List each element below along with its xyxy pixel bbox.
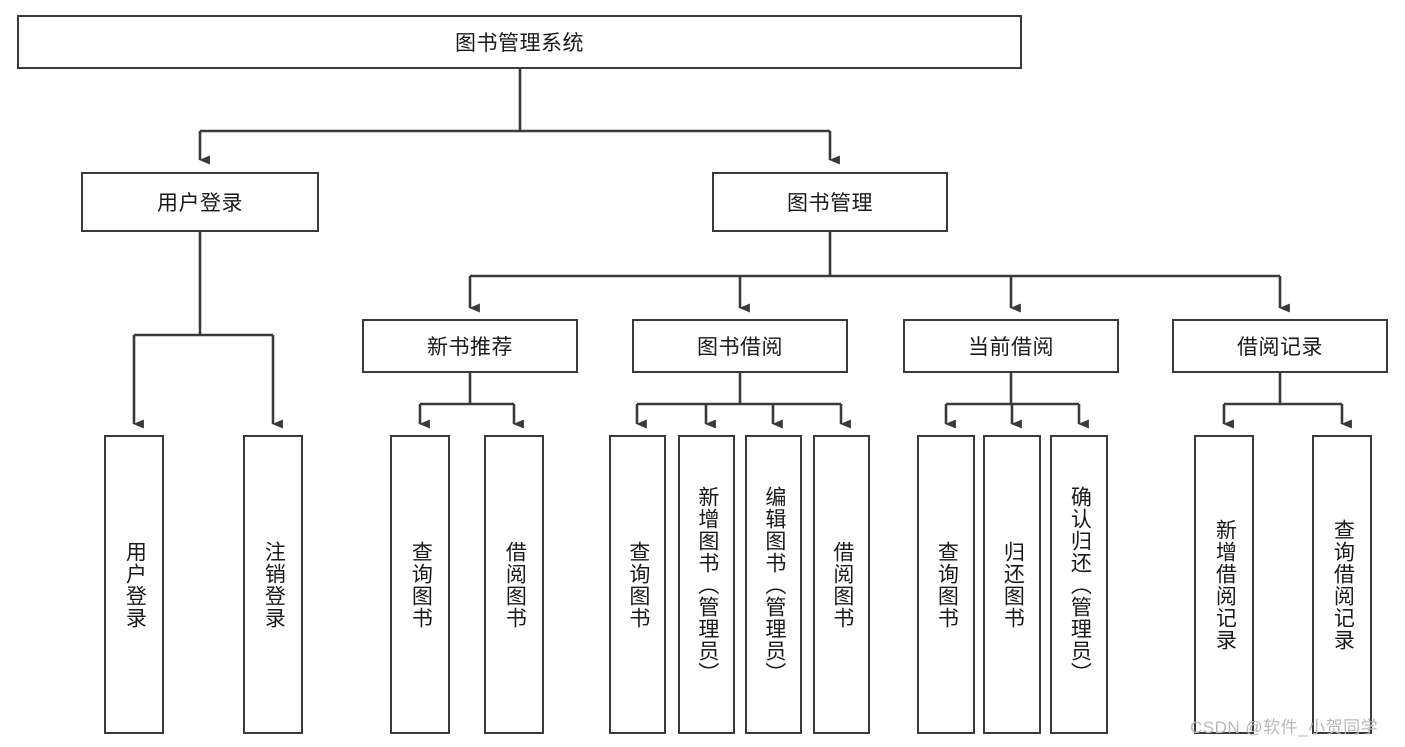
leaf-borrow-book[interactable]: 借阅图书 xyxy=(813,435,870,734)
leaf-logout-login[interactable]: 注销登录 xyxy=(243,435,303,734)
node-book-manage-label: 图书管理 xyxy=(787,192,873,215)
leaf-query-book-current-label: 查询图书 xyxy=(935,540,959,629)
leaf-borrow-book-label: 借阅图书 xyxy=(830,540,854,629)
node-borrow-record[interactable]: 借阅记录 xyxy=(1172,319,1388,373)
leaf-add-borrow-record-label: 新增借阅记录 xyxy=(1213,518,1237,651)
leaf-return-book-label: 归还图书 xyxy=(1001,540,1025,629)
leaf-query-book-recommend-label: 查询图书 xyxy=(409,540,433,629)
leaf-logout-login-label: 注销登录 xyxy=(262,540,286,629)
leaf-edit-book-admin[interactable]: 编辑图书（管理员） xyxy=(745,435,802,734)
leaf-borrow-book-recommend[interactable]: 借阅图书 xyxy=(484,435,544,734)
leaf-confirm-return-admin-label: 确认归还（管理员） xyxy=(1068,485,1092,684)
node-book-borrow[interactable]: 图书借阅 xyxy=(632,319,848,373)
node-root[interactable]: 图书管理系统 xyxy=(17,15,1022,69)
node-book-borrow-label: 图书借阅 xyxy=(697,336,783,359)
node-root-label: 图书管理系统 xyxy=(455,32,584,55)
leaf-add-borrow-record[interactable]: 新增借阅记录 xyxy=(1194,435,1254,734)
node-book-manage[interactable]: 图书管理 xyxy=(712,172,948,232)
leaf-query-book-borrow-label: 查询图书 xyxy=(626,540,650,629)
leaf-confirm-return-admin[interactable]: 确认归还（管理员） xyxy=(1050,435,1108,734)
leaf-add-book-admin-label: 新增图书（管理员） xyxy=(695,485,719,684)
leaf-borrow-book-recommend-label: 借阅图书 xyxy=(503,540,527,629)
leaf-query-borrow-record-label: 查询借阅记录 xyxy=(1331,518,1355,651)
node-user-login[interactable]: 用户登录 xyxy=(81,172,319,232)
leaf-query-borrow-record[interactable]: 查询借阅记录 xyxy=(1312,435,1372,734)
node-current-borrow-label: 当前借阅 xyxy=(968,336,1054,359)
leaf-query-book-recommend[interactable]: 查询图书 xyxy=(390,435,450,734)
node-borrow-record-label: 借阅记录 xyxy=(1237,336,1323,359)
leaf-edit-book-admin-label: 编辑图书（管理员） xyxy=(762,485,786,684)
csdn-watermark: CSDN @软件_小贺同学 xyxy=(1190,718,1379,737)
node-current-borrow[interactable]: 当前借阅 xyxy=(903,319,1119,373)
node-new-book-recommend[interactable]: 新书推荐 xyxy=(362,319,578,373)
leaf-return-book[interactable]: 归还图书 xyxy=(983,435,1041,734)
node-new-book-recommend-label: 新书推荐 xyxy=(427,336,513,359)
leaf-query-book-borrow[interactable]: 查询图书 xyxy=(609,435,666,734)
leaf-user-login[interactable]: 用户登录 xyxy=(104,435,164,734)
leaf-user-login-label: 用户登录 xyxy=(123,540,147,629)
leaf-add-book-admin[interactable]: 新增图书（管理员） xyxy=(678,435,735,734)
leaf-query-book-current[interactable]: 查询图书 xyxy=(917,435,975,734)
node-user-login-label: 用户登录 xyxy=(157,192,243,215)
